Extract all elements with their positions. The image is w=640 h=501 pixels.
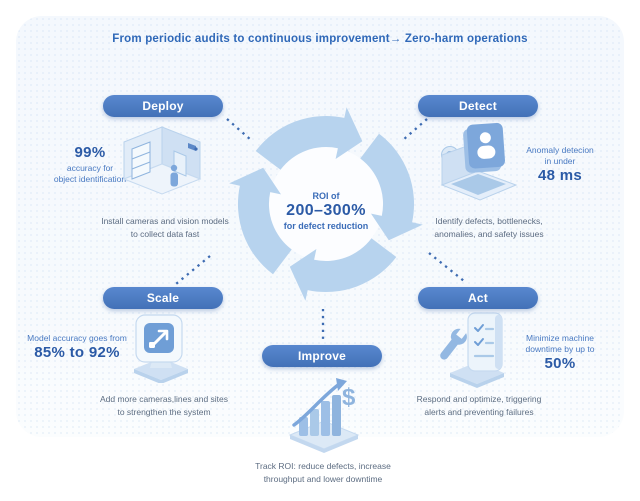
scale-illustration (124, 311, 198, 383)
stage-pill-improve[interactable]: Improve (262, 345, 382, 367)
roi-line1: ROI of (312, 191, 340, 201)
stage-pill-deploy[interactable]: Deploy (103, 95, 223, 117)
scale-caption-line: Add more cameras,lines and sites (99, 394, 229, 404)
detect-stat-label: Anomaly detecion (526, 145, 594, 155)
deploy-caption-line: to collect data fast (130, 228, 200, 239)
deploy-caption-line: Install cameras and vision models (101, 216, 229, 226)
stage-pill-act[interactable]: Act (418, 287, 538, 309)
deploy-illustration (116, 123, 212, 207)
wrench-checklist-icon (440, 312, 504, 388)
stage-pill-scale[interactable]: Scale (103, 287, 223, 309)
checkmark-icon (474, 338, 484, 346)
page-title: From periodic audits to continuous impro… (112, 33, 528, 45)
detect-illustration (436, 121, 522, 207)
scale-stat-value: 85% to 92% (34, 344, 120, 362)
wrench-icon (440, 328, 467, 360)
roi-line3: for defect reduction (283, 221, 369, 231)
act-illustration (438, 309, 516, 389)
deploy-caption: Install cameras and vision models to col… (85, 215, 245, 241)
camera-icon (188, 143, 196, 151)
detect-caption-line: Identify defects, bottlenecks, (435, 216, 543, 226)
detect-stat-value: 48 ms (537, 167, 583, 185)
rising-arrow-icon (292, 383, 340, 427)
person-icon (170, 164, 178, 172)
warehouse-room-icon (122, 126, 202, 195)
dollar-icon: $ (342, 384, 356, 411)
act-stat-value: 50% (544, 355, 576, 373)
improve-caption: Track ROI: reduce defects, increase thro… (243, 460, 403, 486)
stage-pill-detect[interactable]: Detect (418, 95, 538, 117)
growth-chart-icon: $ (288, 378, 360, 453)
detect-stat-label: in under (544, 156, 576, 167)
scale-stat-label: Model accuracy goes from (27, 333, 127, 343)
act-caption: Respond and optimize, triggering alerts … (399, 393, 559, 419)
deploy-stat-label: accuracy for (66, 162, 114, 173)
improve-caption-line: Track ROI: reduce defects, increase (255, 461, 391, 471)
improve-caption-line: throughput and lower downtime (263, 473, 383, 484)
scale-stat: Model accuracy goes from 85% to 92% (21, 333, 133, 363)
deploy-stat-value: 99% (74, 144, 106, 161)
scale-caption: Add more cameras,lines and sites to stre… (84, 393, 244, 419)
roi-value: 200–300% (286, 202, 366, 219)
laptop-detection-icon (440, 122, 518, 201)
roi-center-text: ROI of 200–300% for defect reduction (246, 191, 406, 231)
detect-stat: Anomaly detecion in under 48 ms (504, 145, 616, 186)
detect-caption-line: anomalies, and safety issues (434, 228, 544, 239)
act-stat-label: Minimize machine (525, 333, 595, 343)
act-caption-line: alerts and preventing failures (424, 406, 534, 417)
id-card-icon (463, 122, 506, 173)
checkmark-icon (474, 324, 484, 332)
scale-caption-line: to strengthen the system (117, 406, 211, 417)
expand-sign-icon (134, 314, 188, 383)
act-stat-label: downtime by up to (525, 344, 595, 355)
deploy-stat: 99% accuracy for object identification (34, 144, 146, 185)
act-caption-line: Respond and optimize, triggering (416, 394, 542, 404)
improve-illustration: $ (282, 371, 366, 455)
deploy-stat-label: object identification (53, 173, 127, 184)
detect-caption: Identify defects, bottlenecks, anomalies… (409, 215, 569, 241)
act-stat: Minimize machine downtime by up to 50% (504, 333, 616, 374)
